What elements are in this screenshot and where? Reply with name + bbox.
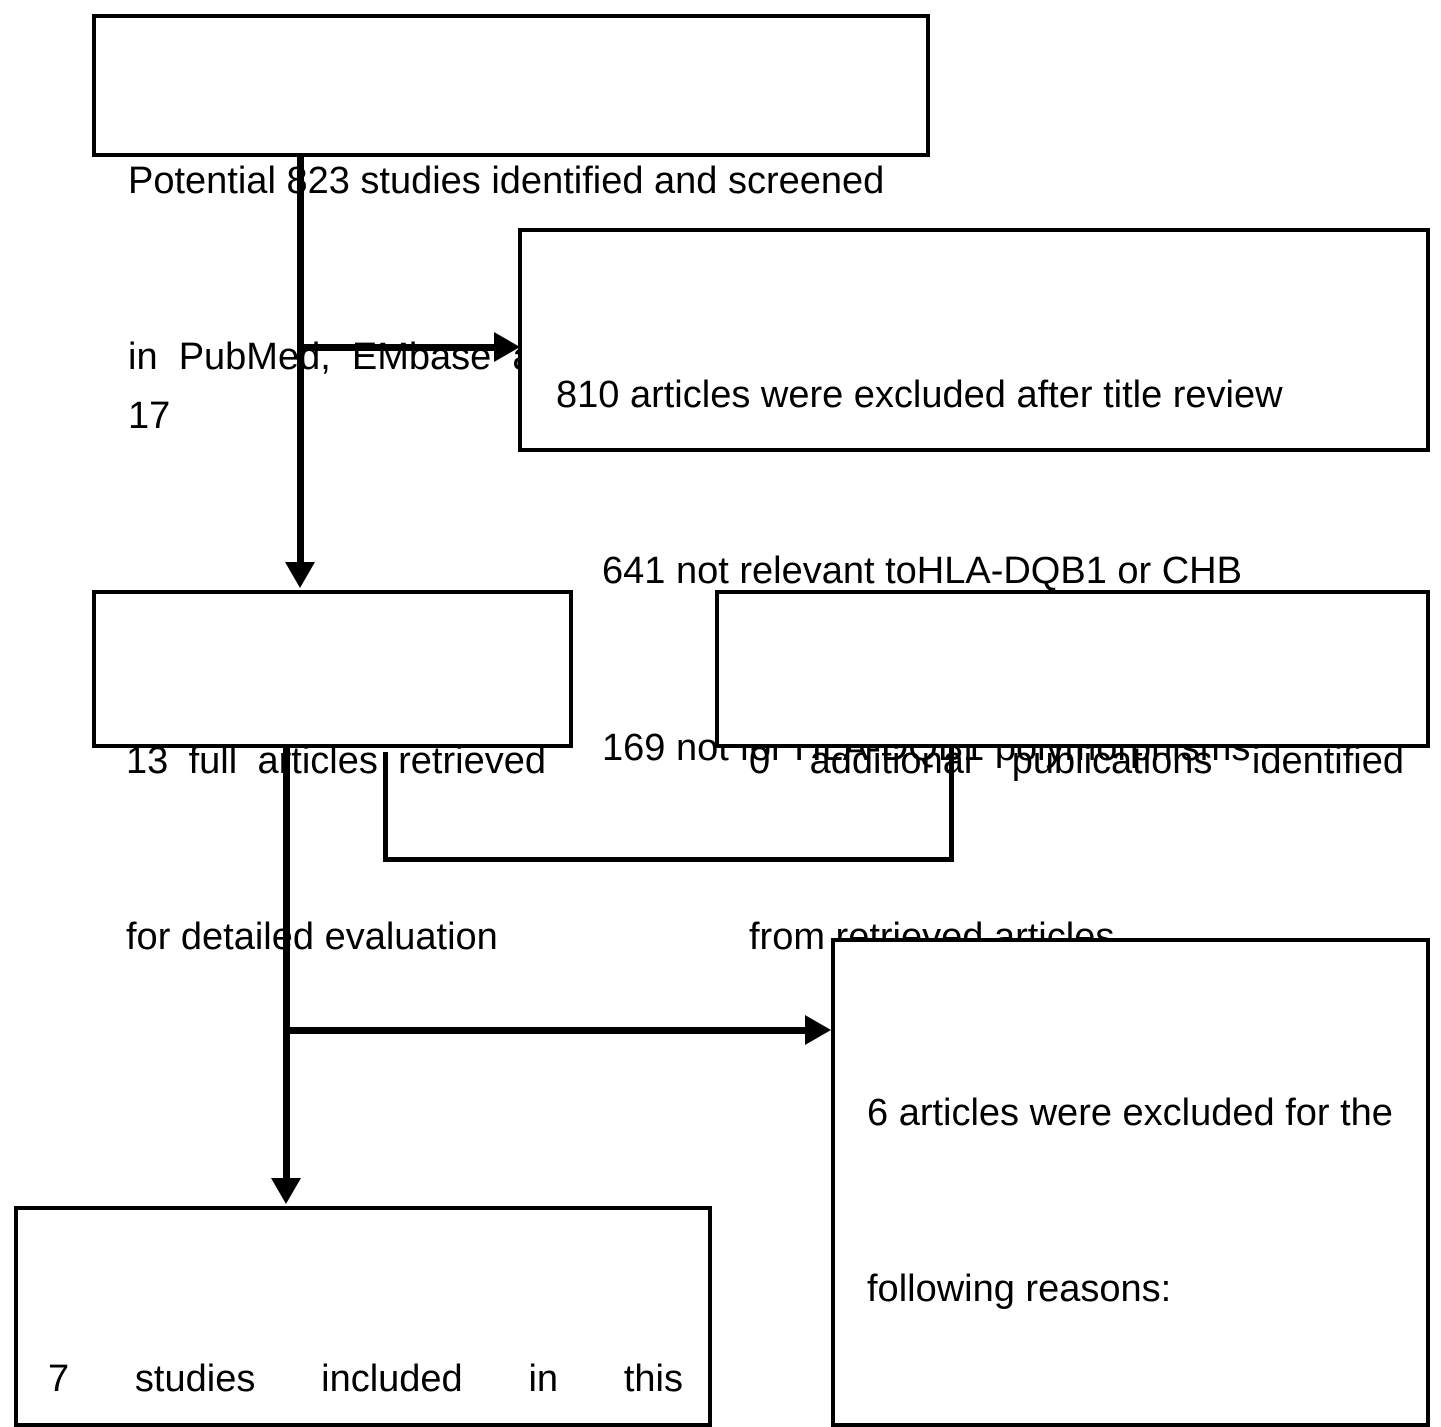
full-articles-line-1: 13 full articles retrieved <box>126 739 546 782</box>
arrowhead-to-full-articles <box>285 562 315 588</box>
connector-additional-down <box>949 748 954 862</box>
box-excluded-for-reasons: 6 articles were excluded for the followi… <box>831 938 1430 1427</box>
box-studies-included: 7 studies included in this meta-analysis <box>14 1206 712 1427</box>
connector-branch-to-excluded-reasons <box>283 1027 810 1034</box>
studies-identified-line-1: Potential 823 studies identified and scr… <box>128 159 885 202</box>
excluded-title-line-1: 810 articles were excluded after title r… <box>556 373 1283 416</box>
connector-trunk-upper <box>297 157 304 564</box>
additional-line-1: 0 additional publications identified <box>749 739 1404 782</box>
excluded-reasons-line-1: 6 articles were excluded for the <box>867 1091 1393 1134</box>
excluded-title-line-2: 641 not relevant toHLA-DQB1 or CHB <box>602 550 1242 593</box>
box-studies-identified: Potential 823 studies identified and scr… <box>92 14 930 437</box>
arrowhead-to-included <box>271 1178 301 1204</box>
connector-additional-up <box>383 752 388 862</box>
box-additional-publications: 0 additional publications identified fro… <box>715 590 1430 958</box>
arrowhead-to-excluded-title <box>494 332 520 362</box>
connector-additional-across <box>383 857 954 862</box>
connector-branch-to-excluded-title <box>297 344 497 351</box>
included-line-1: 7 studies included in this <box>48 1357 683 1400</box>
box-excluded-after-title-review: 810 articles were excluded after title r… <box>518 228 1430 769</box>
full-articles-line-2: for detailed evaluation <box>126 916 498 959</box>
arrowhead-to-excluded-reasons <box>805 1015 831 1045</box>
box-full-articles-retrieved: 13 full articles retrieved for detailed … <box>92 590 573 958</box>
connector-trunk-lower <box>283 748 290 1180</box>
excluded-reasons-line-2: following reasons: <box>867 1268 1172 1311</box>
